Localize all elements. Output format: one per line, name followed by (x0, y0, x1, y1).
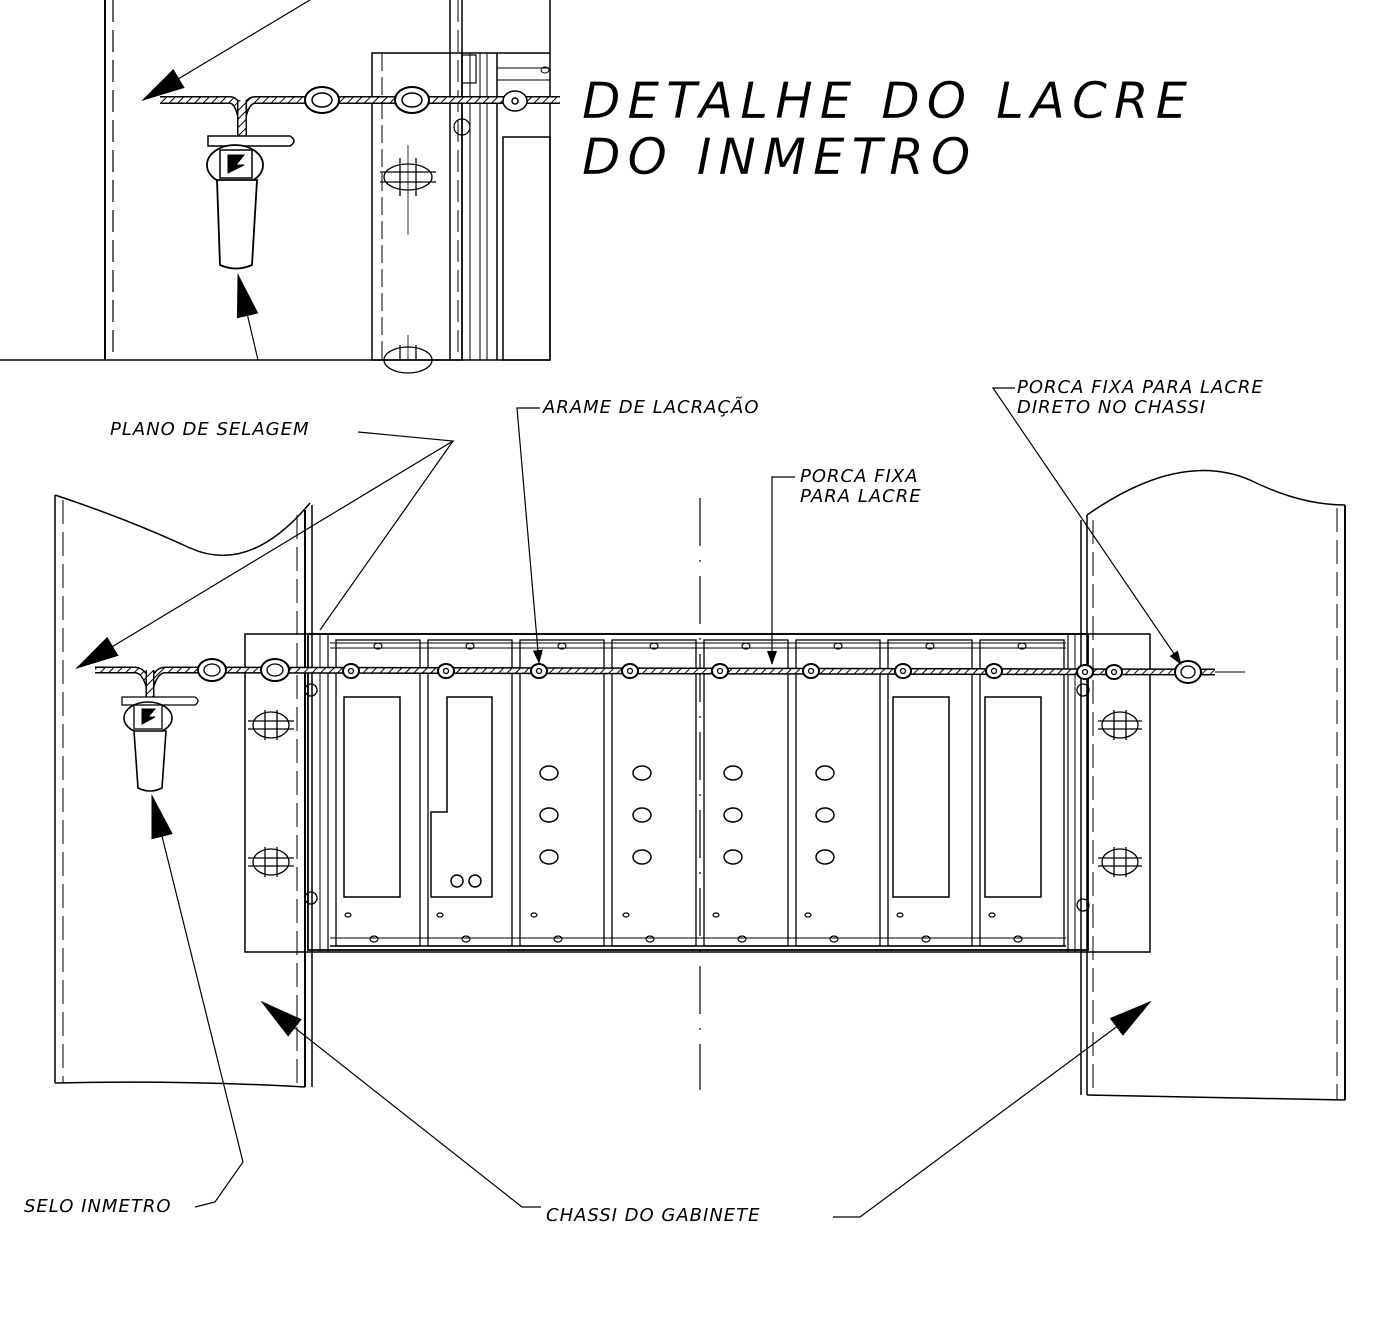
main-view (54, 387, 1346, 1218)
label-arame-de-lacracao: ARAME DE LACRAÇÃO (543, 397, 760, 418)
label-porca-fixa-line-2: PARA LACRE (800, 486, 922, 507)
label-porca-chassi-line-1: PORCA FIXA PARA LACRE (1017, 377, 1264, 398)
detail-title-line-1: DETALHE DO LACRE (582, 72, 1195, 130)
label-selo-inmetro: SELO INMETRO (24, 1196, 172, 1217)
label-porca-fixa-para-lacre: PORCA FIXA PARA LACRE (800, 467, 922, 507)
detail-title-line-2: DO INMETRO (582, 128, 978, 186)
label-porca-fixa-direto-no-chassi: PORCA FIXA PARA LACRE DIRETO NO CHASSI (1017, 378, 1264, 418)
label-porca-chassi-line-2: DIRETO NO CHASSI (1017, 397, 1207, 418)
detail-view (0, 0, 560, 374)
label-porca-fixa-line-1: PORCA FIXA (800, 466, 919, 487)
label-chassi-do-gabinete: CHASSI DO GABINETE (546, 1205, 761, 1226)
label-plano-de-selagem: PLANO DE SELAGEM (110, 419, 310, 440)
